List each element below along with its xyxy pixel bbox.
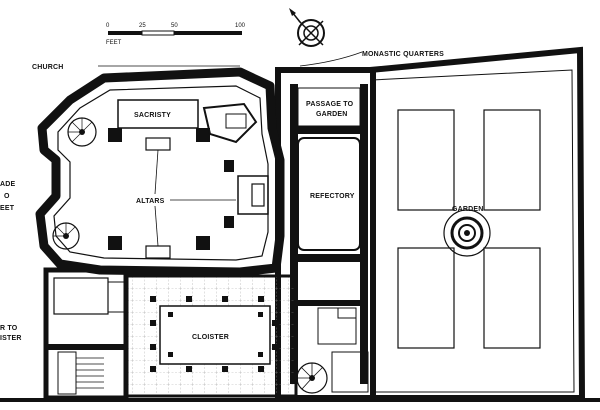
label-left-edge-1: ADE: [0, 181, 16, 188]
label-altars: ALTARS: [136, 198, 165, 205]
church-plan: [35, 67, 285, 277]
lower-left-rooms: [0, 267, 600, 402]
label-passage-line2: GARDEN: [316, 111, 348, 118]
scale-tick-50: 50: [171, 23, 178, 29]
label-passage-line1: PASSAGE TO: [306, 101, 354, 108]
label-monastic-quarters: MONASTIC QUARTERS: [362, 51, 444, 58]
scale-tick-100: 100: [235, 23, 246, 29]
label-refectory: REFECTORY: [310, 193, 355, 200]
label-left-edge-3: EET: [0, 205, 15, 212]
scale-tick-0: 0: [106, 23, 110, 29]
north-arrow-icon: [289, 8, 325, 47]
label-left-edge-5: ISTER: [0, 335, 22, 342]
label-garden: GARDEN: [452, 206, 484, 213]
label-left-edge-2: O: [4, 193, 10, 200]
label-church: CHURCH: [32, 64, 64, 71]
garden-enclosure: [369, 46, 586, 401]
label-left-edge-4: R TO: [0, 325, 18, 332]
scale-unit: FEET: [106, 40, 122, 46]
label-cloister: CLOISTER: [192, 334, 229, 341]
scale-tick-25: 25: [139, 23, 146, 29]
scale-bar: 0 25 50 100 FEET: [106, 23, 246, 46]
label-sacristy: SACRISTY: [134, 112, 171, 119]
